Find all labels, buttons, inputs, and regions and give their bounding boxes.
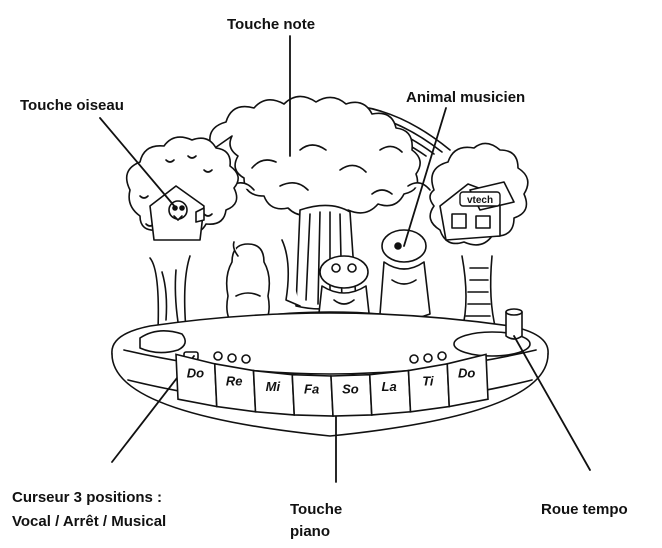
- piano-key-label-2: Re: [226, 374, 243, 389]
- piano-key-label-8: Do: [458, 365, 475, 380]
- label-roue-tempo: Roue tempo: [541, 500, 628, 519]
- piano-key-label-7: Ti: [422, 374, 434, 389]
- label-curseur-line2: Vocal / Arrêt / Musical: [12, 512, 166, 531]
- label-touche-note: Touche note: [227, 15, 315, 34]
- piano-key-1[interactable]: [176, 354, 217, 406]
- label-touche-piano-line1: Touche: [290, 500, 342, 519]
- piano-key-label-1: Do: [187, 365, 204, 380]
- vtech-logo: vtech: [460, 192, 500, 206]
- label-touche-piano-line2: piano: [290, 522, 330, 541]
- label-animal-musicien: Animal musicien: [406, 88, 525, 107]
- piano-key-8[interactable]: [447, 354, 488, 406]
- piano-key-label-4: Fa: [304, 382, 319, 397]
- svg-text:vtech: vtech: [467, 195, 493, 206]
- piano-key-label-3: Mi: [266, 379, 281, 394]
- piano-key-label-6: La: [382, 379, 397, 394]
- label-curseur-line1: Curseur 3 positions :: [12, 488, 162, 507]
- cloud-cluster: [210, 96, 430, 216]
- piano-key-label-5: So: [342, 382, 359, 397]
- left-animal: [227, 242, 270, 326]
- label-touche-oiseau: Touche oiseau: [20, 96, 124, 115]
